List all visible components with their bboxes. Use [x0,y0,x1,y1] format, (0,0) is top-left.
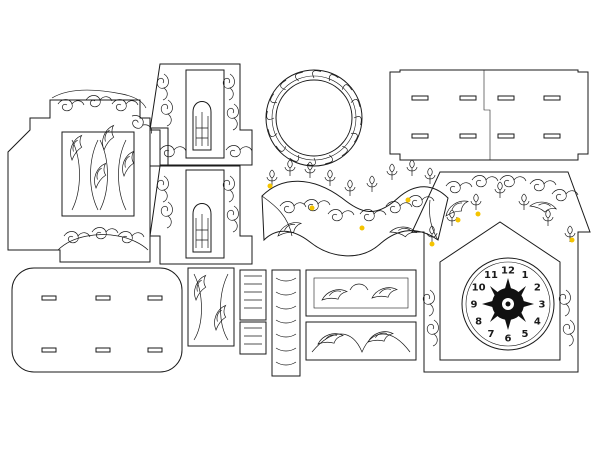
clock-numeral: 12 [501,266,515,277]
clock-numeral: 9 [471,300,478,311]
clock-numeral: 1 [522,270,529,281]
clock-center-ornament [482,278,534,330]
fleur-de-lis-icon [426,181,576,243]
highlight-dot [569,237,575,243]
highlight-markers [267,183,575,247]
clock-numeral: 2 [534,283,541,294]
highlight-dot [475,211,481,217]
clock-numeral: 3 [539,300,546,311]
clock-numeral: 5 [522,329,529,340]
small-bird-panel [187,267,235,347]
balustrade-pieces [239,269,301,377]
ring-scallop [294,72,303,82]
ring-scallop [341,145,348,157]
highlight-dot [405,197,411,203]
window-cutout [61,131,135,217]
clock-house-front [411,171,591,373]
ring-scallop [350,98,360,107]
ring-scallop [280,79,287,91]
base-plate [11,267,183,373]
ring-scallop [270,93,278,104]
ring-scallop [353,116,362,126]
ring-scallop [312,70,322,79]
bird-ornament-icon [65,123,140,190]
highlight-dot [429,241,435,247]
highlight-dot [309,205,315,211]
arched-roof-piece [261,159,449,257]
box-side-panel [389,69,589,161]
clock-numeral: 4 [534,317,541,328]
highlight-dot [359,225,365,231]
ring-scallop [325,154,334,164]
slot-cutouts [411,95,561,139]
ring-scallop [328,74,339,82]
clock-numeral: 8 [475,317,482,328]
clock-numeral: 10 [472,283,486,294]
side-column-lower [149,165,253,265]
ring-scallop [306,157,316,166]
highlight-dot [455,217,461,223]
ring-scallop [275,145,287,152]
side-column-upper [149,63,253,167]
ring-scallop [289,154,300,162]
ring-scallop [350,132,358,143]
house-side-panel [7,89,156,263]
ring-scallop [266,110,275,120]
highlight-dot [267,183,273,189]
clock-numeral: 6 [505,334,512,345]
bird-frieze-lower [305,321,417,361]
clock-numeral: 7 [488,329,495,340]
ring-scallop [341,84,353,91]
clock-numeral: 11 [484,270,498,281]
ornamental-ring [265,69,363,167]
fleur-de-lis-icon [266,159,436,197]
ring-scallop [268,129,278,138]
bird-frieze-upper [305,269,417,317]
